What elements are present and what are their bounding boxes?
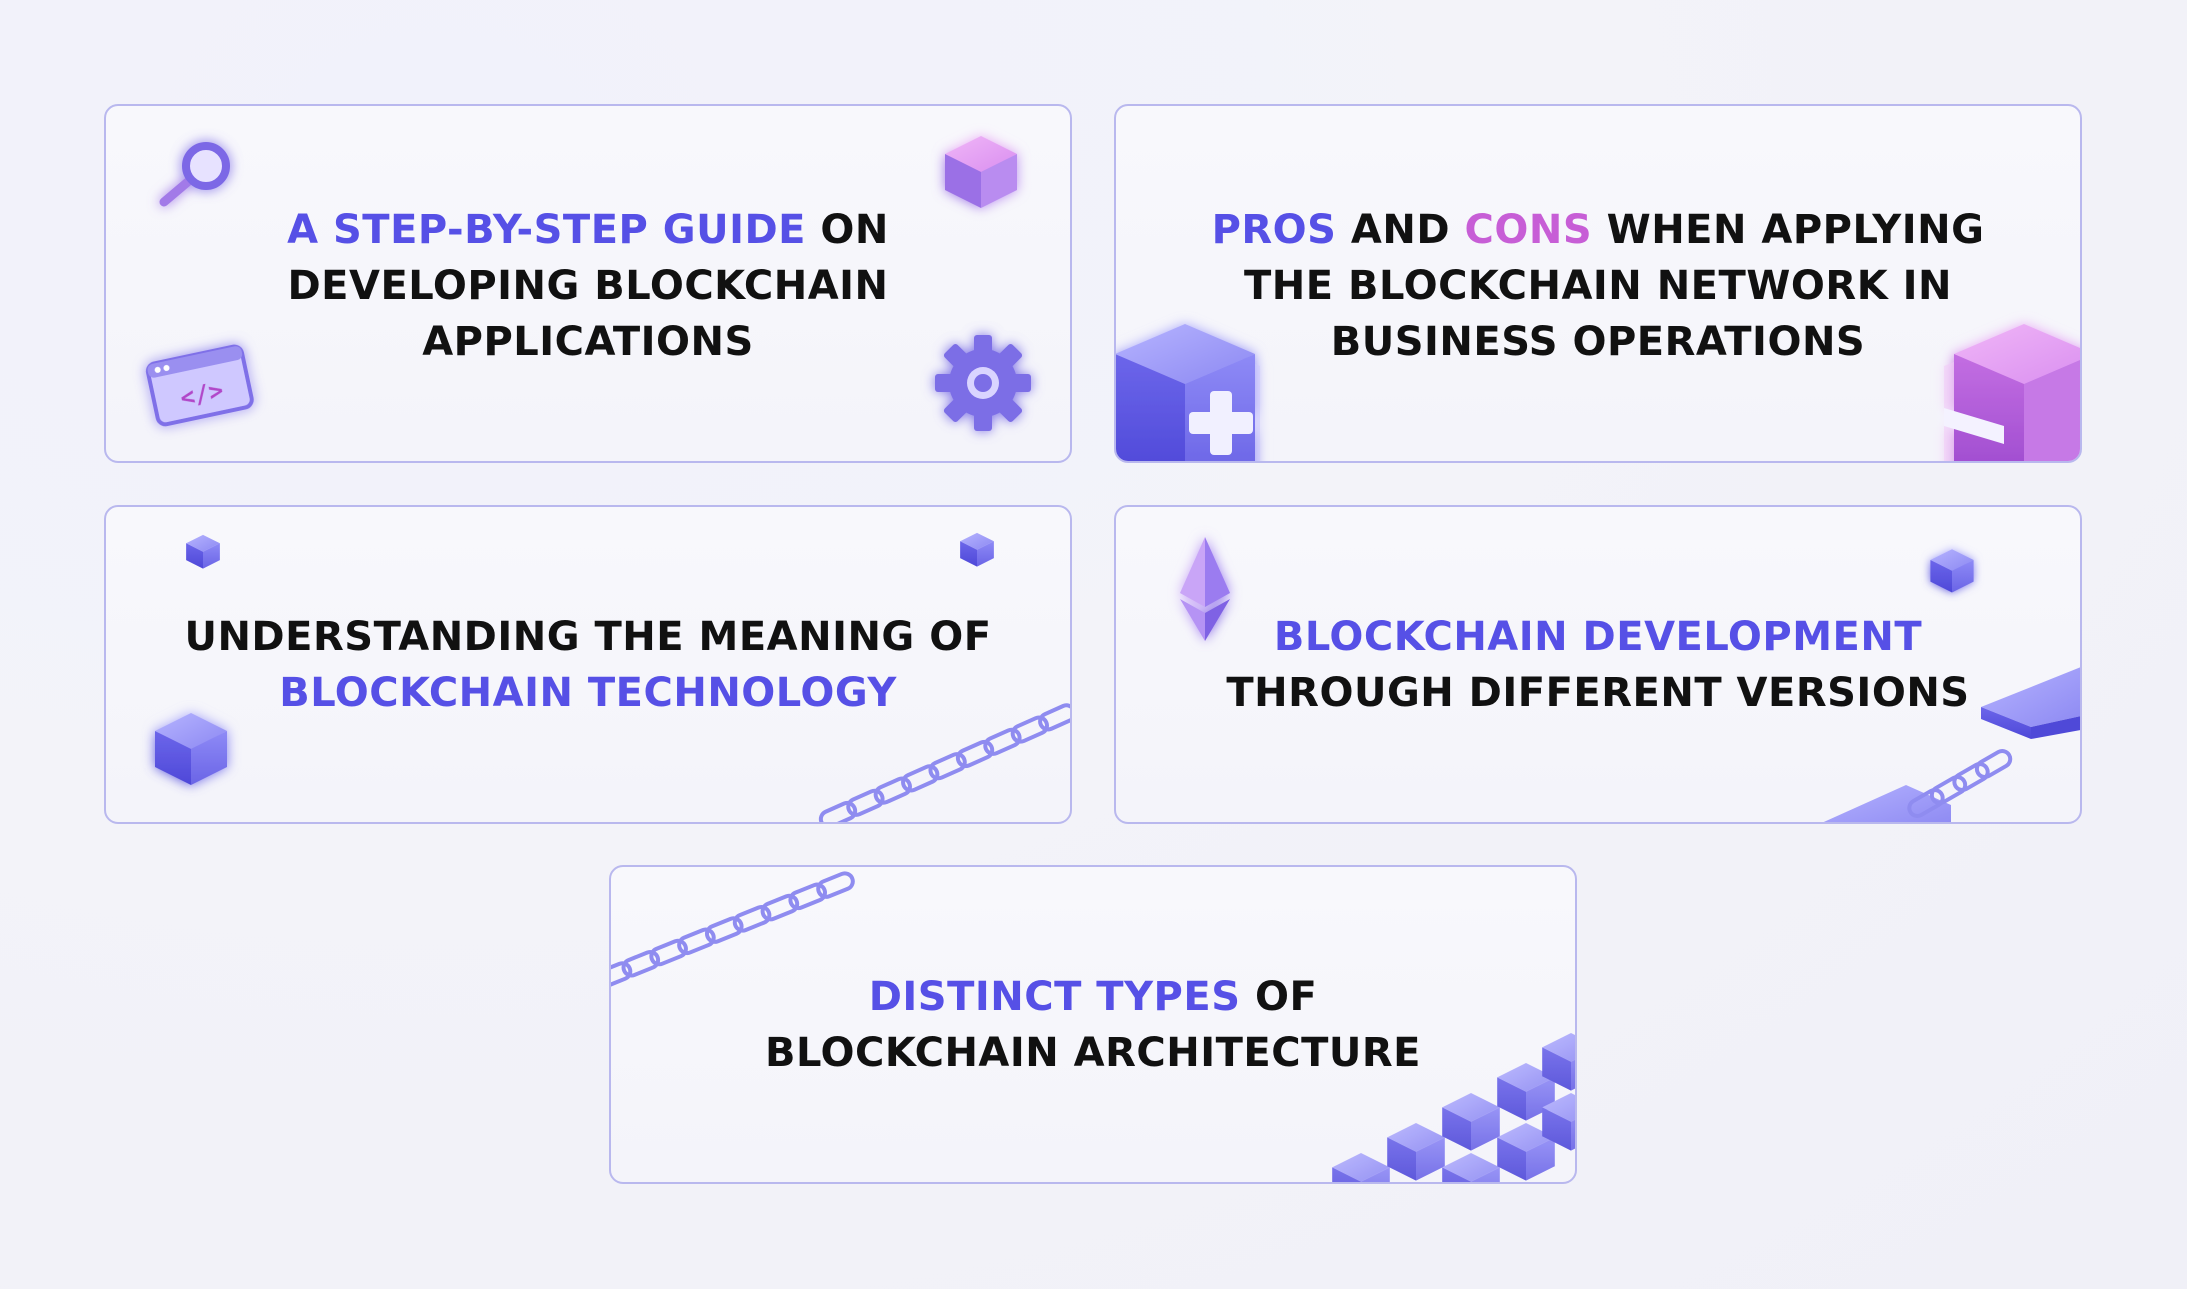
- title-line-2: DEVELOPING BLOCKCHAIN: [287, 263, 889, 309]
- card-title: A STEP-BY-STEP GUIDE ON DEVELOPING BLOCK…: [106, 202, 1070, 370]
- card-title: DISTINCT TYPES OF BLOCKCHAIN ARCHITECTUR…: [611, 969, 1575, 1081]
- card-title: PROS AND CONS WHEN APPLYING THE BLOCKCHA…: [1116, 202, 2080, 370]
- title-text-and: AND: [1336, 207, 1465, 253]
- card-title: UNDERSTANDING THE MEANING OF BLOCKCHAIN …: [106, 609, 1070, 721]
- card-pros-and-cons[interactable]: PROS AND CONS WHEN APPLYING THE BLOCKCHA…: [1114, 104, 2082, 463]
- card-blockchain-versions[interactable]: BLOCKCHAIN DEVELOPMENT THROUGH DIFFERENT…: [1114, 505, 2082, 824]
- magnifier-icon: [159, 142, 230, 207]
- title-line-3: BUSINESS OPERATIONS: [1330, 319, 1866, 365]
- plus-cube-icon: [1116, 324, 1260, 461]
- cube-icon: [945, 136, 1017, 208]
- card-step-by-step-guide[interactable]: </> A STEP-BY-STEP GUIDE ON DEVELOPING B…: [104, 104, 1072, 463]
- title-line-2: BLOCKCHAIN ARCHITECTURE: [764, 1030, 1421, 1076]
- cube-icon: [186, 534, 220, 569]
- cube-icon: [960, 532, 994, 567]
- title-line-2: THE BLOCKCHAIN NETWORK IN: [1244, 263, 1952, 309]
- title-accent: A STEP-BY-STEP GUIDE: [287, 207, 806, 253]
- minus-cube-icon: [1944, 324, 2080, 461]
- card-title: BLOCKCHAIN DEVELOPMENT THROUGH DIFFERENT…: [1116, 609, 2080, 721]
- title-line-1: UNDERSTANDING THE MEANING OF: [184, 614, 992, 660]
- card-meaning-of-blockchain[interactable]: UNDERSTANDING THE MEANING OF BLOCKCHAIN …: [104, 505, 1072, 824]
- gear-icon: [935, 335, 1031, 431]
- title-text: OF: [1240, 974, 1318, 1020]
- title-accent-pros: PROS: [1211, 207, 1337, 253]
- title-text: ON: [805, 207, 889, 253]
- cube-icon: [1823, 667, 2080, 822]
- code-window-icon: </>: [145, 344, 254, 427]
- title-accent: BLOCKCHAIN DEVELOPMENT: [1273, 614, 1923, 660]
- title-line-1: A STEP-BY-STEP GUIDE ON: [106, 202, 1070, 258]
- title-accent-cons: CONS: [1464, 207, 1593, 253]
- title-line-1: DISTINCT TYPES OF: [611, 969, 1575, 1025]
- card-blockchain-architecture[interactable]: DISTINCT TYPES OF BLOCKCHAIN ARCHITECTUR…: [609, 865, 1577, 1184]
- title-accent: DISTINCT TYPES: [868, 974, 1241, 1020]
- title-accent: BLOCKCHAIN TECHNOLOGY: [279, 670, 897, 716]
- cube-icon: [1930, 549, 1974, 593]
- title-line-1: PROS AND CONS WHEN APPLYING: [1116, 202, 2080, 258]
- title-text: WHEN APPLYING: [1592, 207, 1985, 253]
- title-line-2: THROUGH DIFFERENT VERSIONS: [1226, 670, 1970, 716]
- title-line-3: APPLICATIONS: [422, 319, 754, 365]
- ethereum-icon: [1180, 537, 1230, 641]
